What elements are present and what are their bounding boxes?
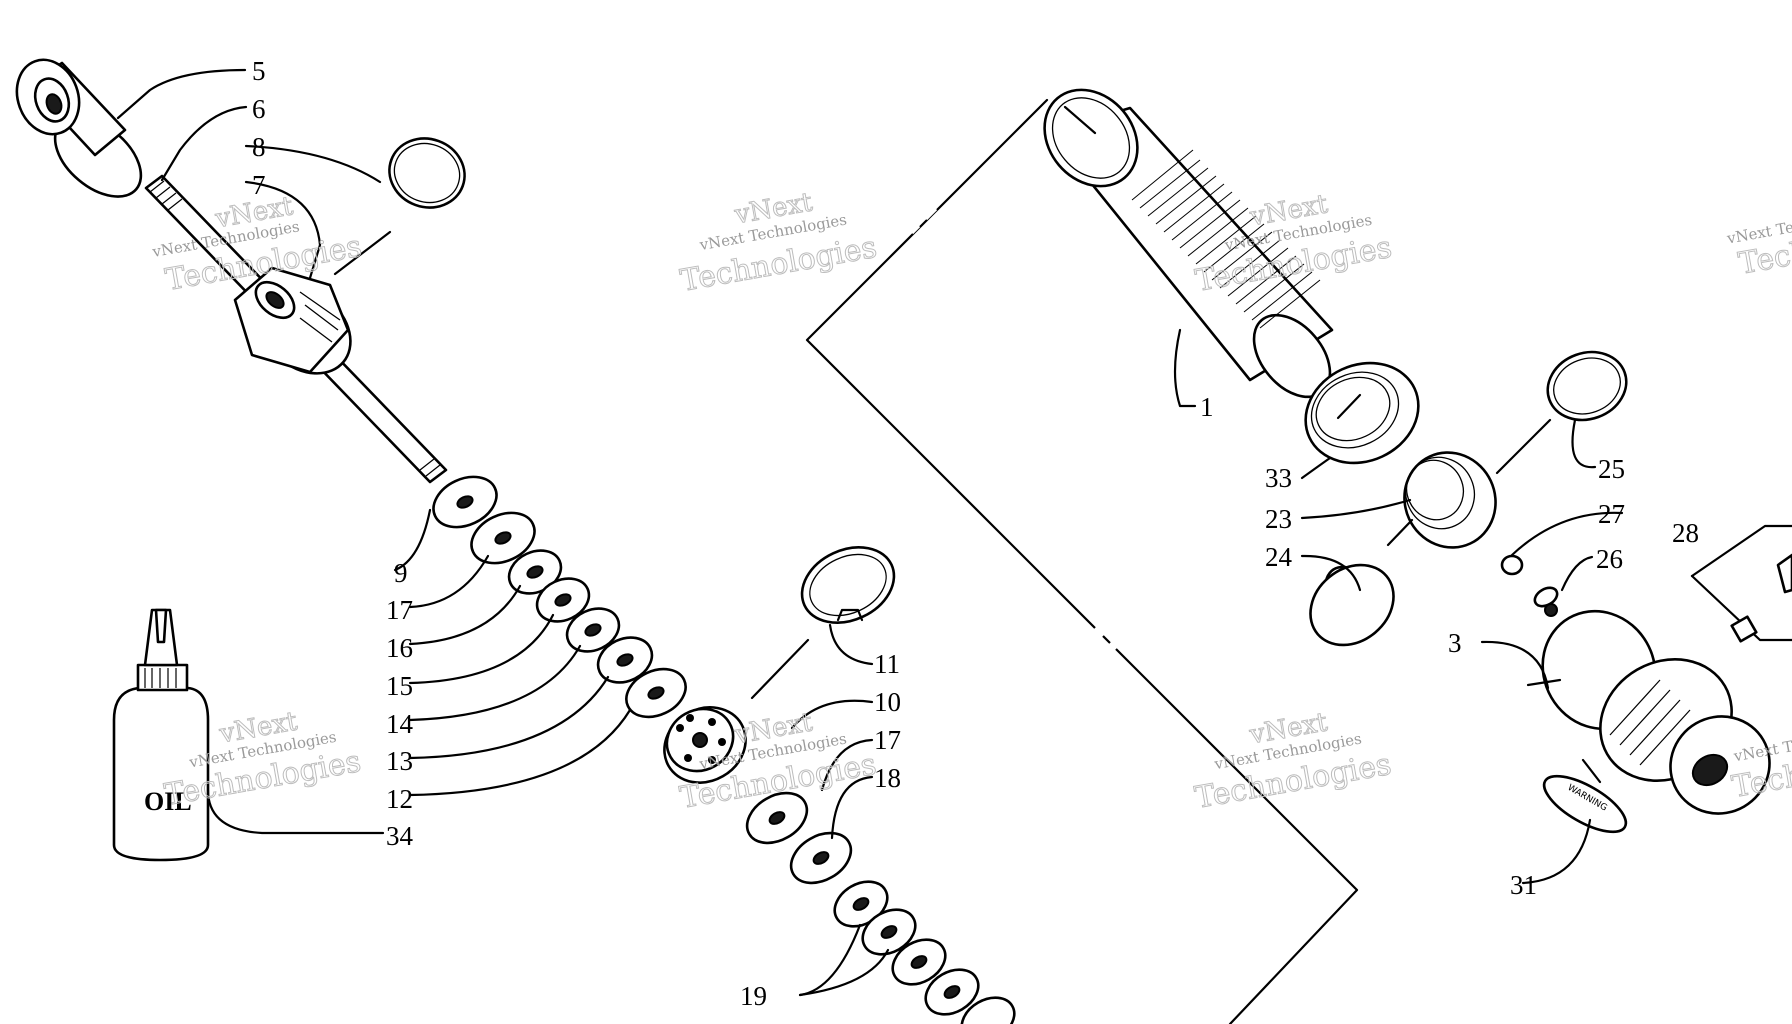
watermark-7: vNext Technologies vNext Technologies [1192, 707, 1395, 817]
body-threads [1131, 149, 1321, 329]
bracket-gaps [908, 205, 1119, 652]
watermark-2: vNext Technologies vNext Technologies [677, 187, 880, 300]
label-18: 18 [874, 763, 901, 793]
label-8: 8 [252, 132, 266, 162]
label-3: 3 [1448, 628, 1462, 658]
part-27-small-o-ring [1500, 554, 1524, 576]
label-15: 15 [386, 671, 413, 701]
part-5-eyelet [15, 58, 143, 198]
shim-19b [861, 908, 917, 956]
shim-19e [960, 996, 1016, 1024]
label-9: 9 [394, 558, 408, 588]
label-26: 26 [1596, 544, 1623, 574]
label-17a: 17 [386, 595, 413, 625]
label-23: 23 [1265, 504, 1292, 534]
part-25-o-ring-inner [1553, 357, 1621, 415]
shim-stack [432, 475, 687, 719]
shim-13 [596, 636, 654, 684]
leader-lines [116, 68, 1624, 997]
shim-14 [565, 607, 621, 653]
label-13: 13 [386, 746, 413, 776]
part-33-collar [1304, 361, 1420, 465]
part-11-piston-ring [800, 546, 896, 624]
shim-16 [507, 549, 563, 595]
shim-15 [535, 577, 591, 623]
label-11: 11 [874, 649, 900, 679]
part-23-retainer [1403, 451, 1497, 549]
shim-19d [924, 968, 980, 1016]
shim-17a [470, 511, 536, 565]
label-19: 19 [740, 981, 767, 1011]
label-16: 16 [386, 633, 413, 663]
part-3-cap [1541, 609, 1771, 815]
label-31: 31 [1510, 870, 1537, 900]
shim-17b [745, 791, 809, 845]
label-17b: 17 [874, 725, 901, 755]
part-10-piston [663, 706, 747, 784]
label-24: 24 [1265, 542, 1293, 572]
label-10: 10 [874, 687, 901, 717]
shim-19c [891, 938, 947, 986]
label-6: 6 [252, 94, 266, 124]
part-34-oil-bottle: OIL [112, 608, 210, 862]
lower-shim-stack [745, 791, 1016, 1024]
label-25: 25 [1598, 454, 1625, 484]
part-28-fittings [1690, 524, 1792, 643]
label-12: 12 [386, 784, 413, 814]
part-7-seal-head [233, 266, 352, 375]
part-25-o-ring [1546, 350, 1628, 422]
watermark-4: vNext Technologies Technologies [1725, 204, 1792, 282]
label-7: 7 [252, 170, 266, 200]
label-27: 27 [1598, 499, 1625, 529]
label-1: 1 [1200, 392, 1214, 422]
shim-18 [789, 831, 853, 885]
label-33: 33 [1265, 463, 1292, 493]
part-24-snap-ring [1309, 563, 1395, 647]
part-8-o-ring-inner [393, 142, 461, 204]
part-26-valve-screw [1533, 586, 1559, 617]
section-bracket [805, 98, 1359, 1024]
part-8-o-ring [388, 137, 466, 209]
part-labels: 5 6 8 7 9 17 16 15 14 13 12 34 11 10 17 … [252, 56, 1699, 1011]
part-31-warning-decal: WARNING [1542, 774, 1628, 834]
label-14: 14 [386, 709, 414, 739]
oil-label: OIL [144, 787, 192, 816]
label-5: 5 [252, 56, 266, 86]
part-1-body [1043, 88, 1334, 399]
label-28: 28 [1672, 518, 1699, 548]
shim-9 [432, 475, 498, 529]
shim-12 [625, 667, 687, 719]
label-34: 34 [386, 821, 414, 851]
shim-19a [833, 880, 889, 928]
